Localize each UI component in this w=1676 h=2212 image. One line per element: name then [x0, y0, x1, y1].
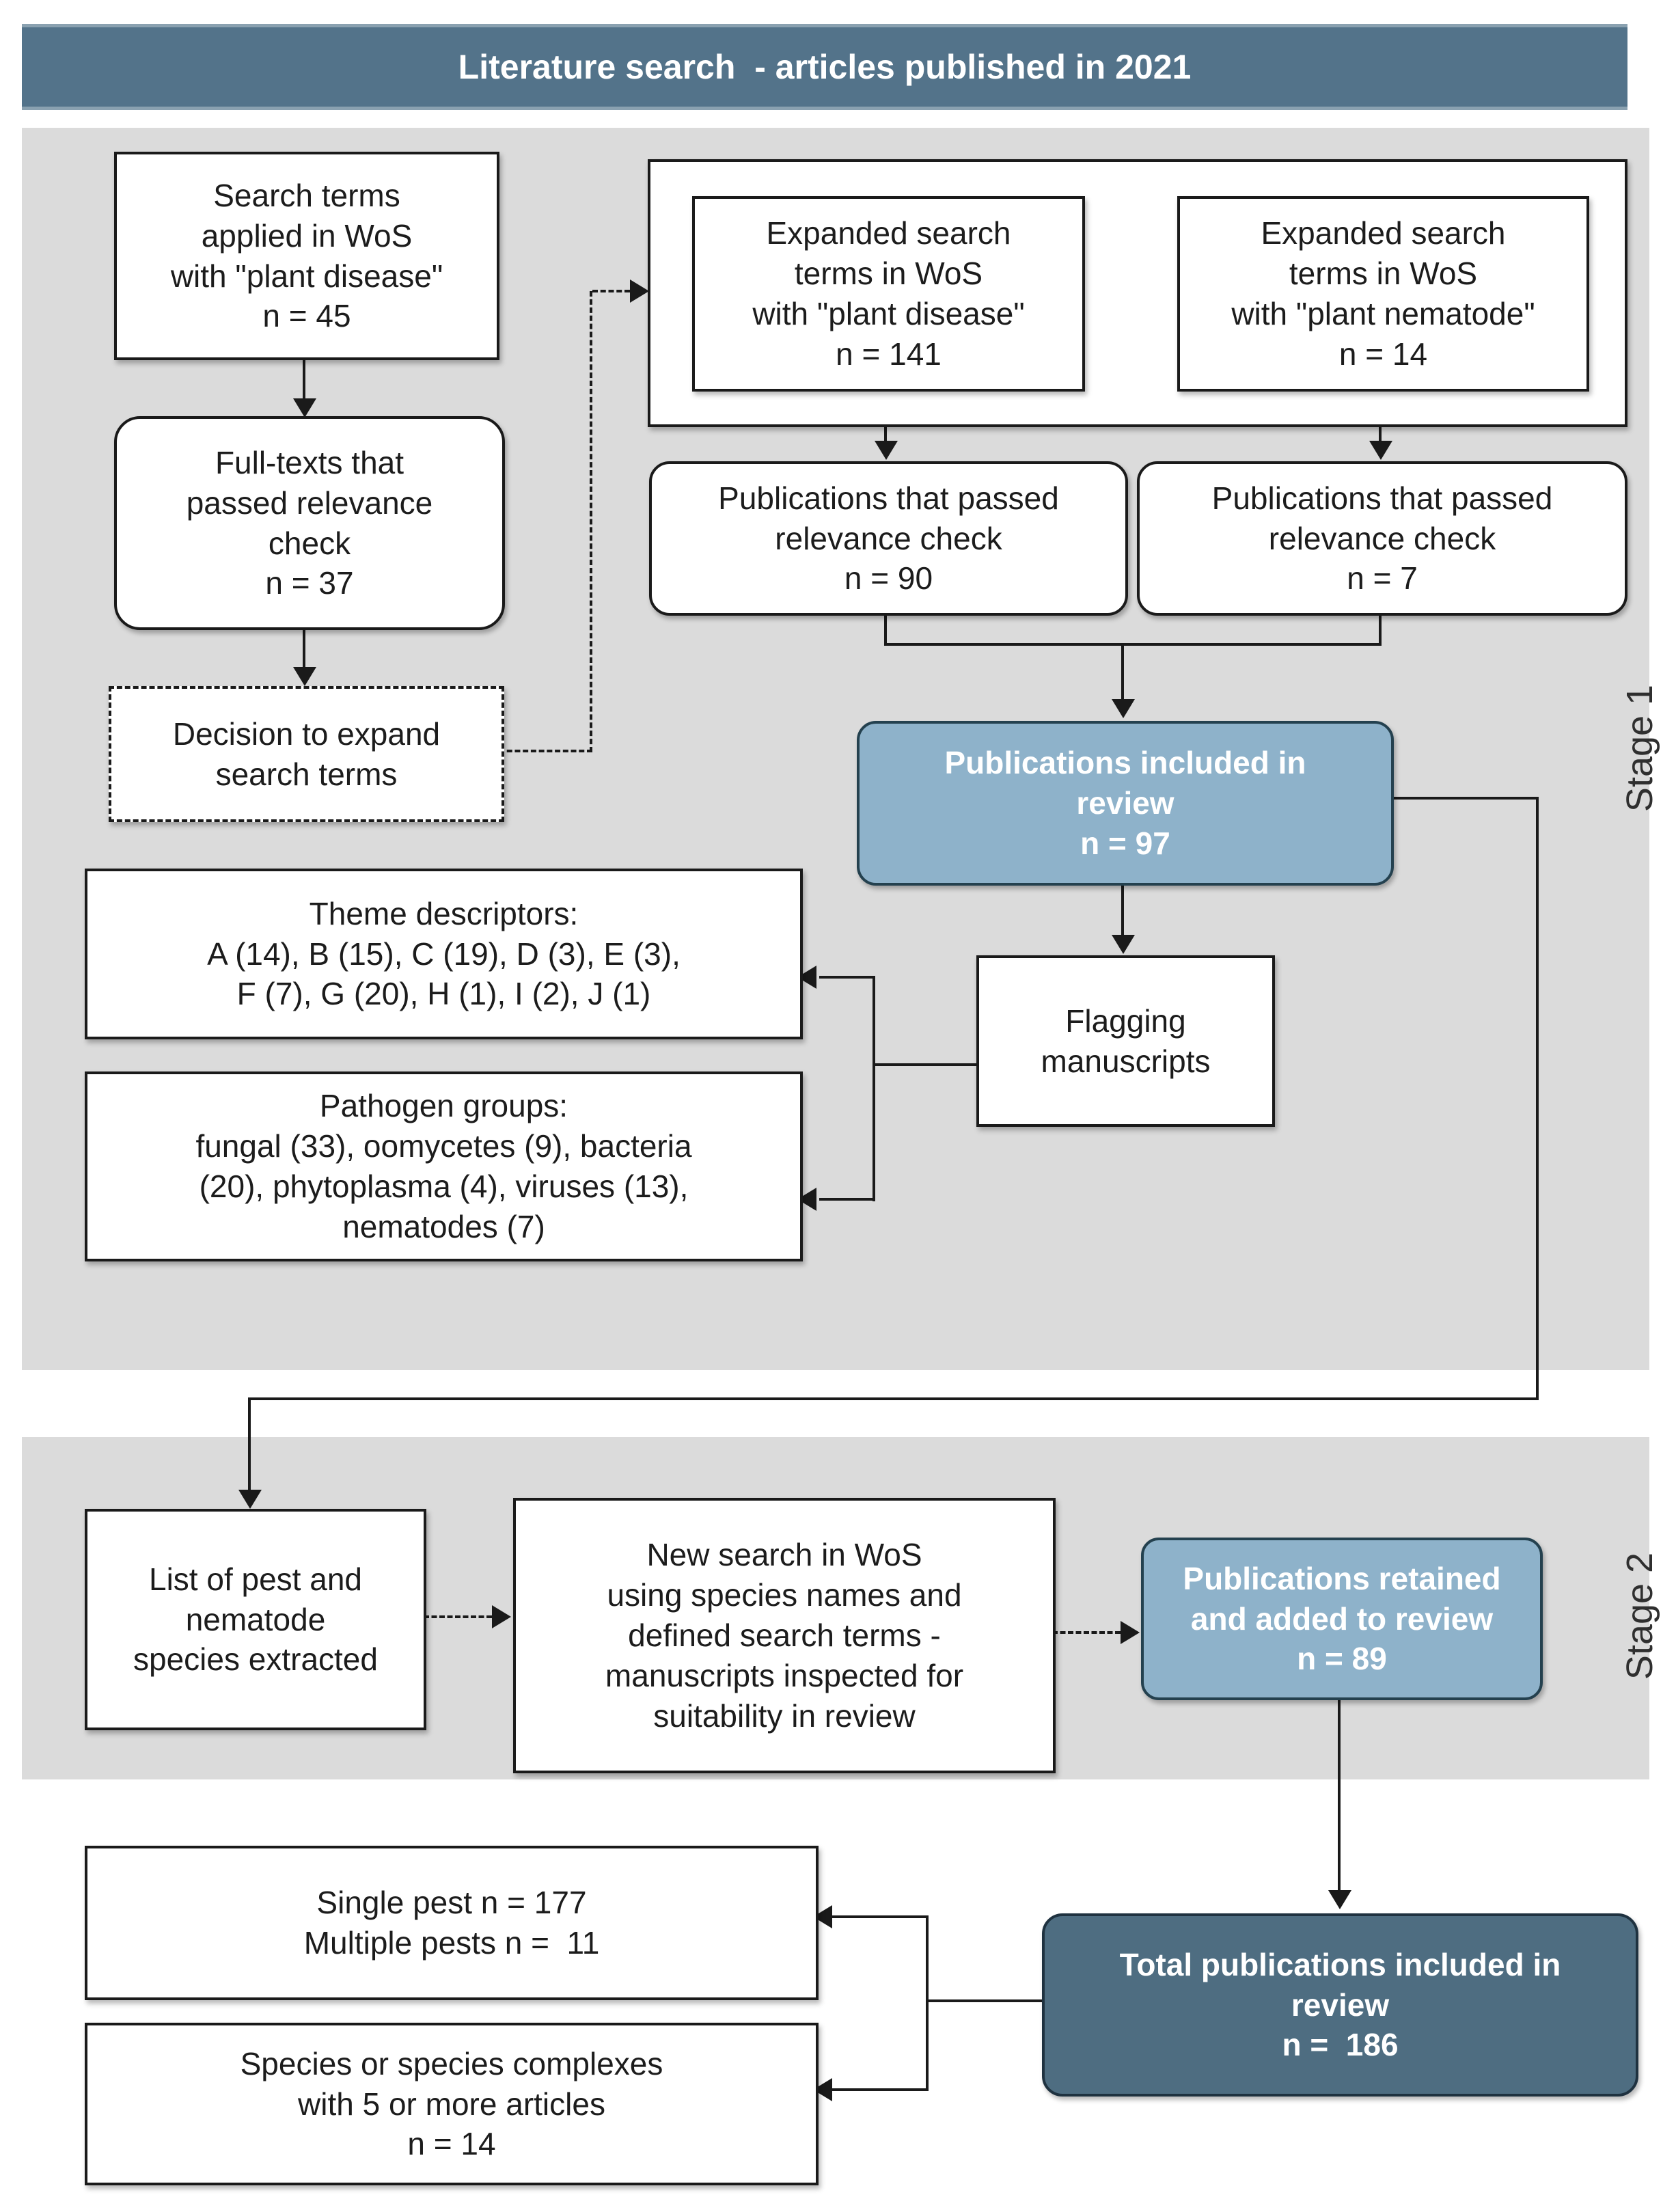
connector-merge-horizontal — [884, 643, 1382, 646]
box-species-list: List of pest and nematode species extrac… — [85, 1509, 426, 1730]
box-fulltexts-passed: Full-texts that passed relevance check n… — [114, 416, 505, 630]
arrowhead-newsearch-to-retained — [1121, 1621, 1140, 1644]
connector-total-left — [926, 1999, 1042, 2002]
box-species-complexes: Species or species complexes with 5 or m… — [85, 2023, 819, 2185]
arrowhead-included-to-flagging — [1112, 935, 1135, 954]
dashed-connector-list-to-newsearch — [424, 1615, 492, 1618]
connector-into-list-down — [248, 1397, 251, 1491]
dashed-connector-decision-right — [499, 750, 592, 752]
connector-included-to-flagging — [1121, 880, 1124, 936]
box-single-multiple: Single pest n = 177 Multiple pests n = 1… — [85, 1846, 819, 2000]
box-included-review-97: Publications included in review n = 97 — [857, 721, 1394, 886]
box-expanded-disease: Expanded search terms in WoS with "plant… — [692, 196, 1085, 392]
arrowhead-disease-to-pub90 — [875, 441, 898, 460]
box-retained-89: Publications retained and added to revie… — [1141, 1538, 1543, 1700]
box-decision-expand: Decision to expand search terms — [109, 686, 504, 822]
connector-flagging-left — [873, 1063, 976, 1066]
dashed-connector-decision-up — [590, 291, 592, 752]
connector-included-right — [1388, 797, 1539, 800]
arrowhead-list-to-newsearch — [492, 1605, 511, 1628]
connector-total-spine — [926, 1915, 929, 2091]
connector-branch-species — [829, 2088, 927, 2091]
box-new-search: New search in WoS using species names an… — [513, 1498, 1056, 1773]
box-pathogen-groups: Pathogen groups: fungal (33), oomycetes … — [85, 1071, 803, 1261]
title-bar: Literature search - articles published i… — [22, 24, 1627, 110]
connector-search-to-fulltexts — [303, 355, 305, 400]
connector-retained-to-total — [1338, 1695, 1341, 1892]
box-flagging-manuscripts: Flagging manuscripts — [976, 955, 1275, 1127]
dashed-connector-newsearch-to-retained — [1052, 1631, 1121, 1634]
connector-branch-single — [829, 1915, 927, 1918]
arrowhead-retained-to-total — [1328, 1890, 1351, 1909]
stage2-label: Stage 2 — [1619, 1552, 1660, 1680]
connector-fulltexts-to-decision — [303, 625, 305, 668]
box-total-186: Total publications included in review n … — [1042, 1913, 1638, 2097]
box-theme-descriptors: Theme descriptors: A (14), B (15), C (19… — [85, 869, 803, 1039]
connector-branch-theme — [819, 976, 875, 979]
connector-flagging-spine — [873, 976, 875, 1201]
arrowhead-search-to-fulltexts — [293, 398, 316, 418]
box-publications-passed-7: Publications that passed relevance check… — [1137, 461, 1627, 616]
box-expanded-nematode: Expanded search terms in WoS with "plant… — [1177, 196, 1589, 392]
connector-pub90-down — [884, 610, 887, 646]
arrowhead-merge-to-included — [1112, 699, 1135, 718]
connector-pub7-down — [1379, 610, 1382, 646]
box-search-terms: Search terms applied in WoS with "plant … — [114, 152, 499, 360]
arrowhead-fulltexts-to-decision — [293, 667, 316, 686]
connector-branch-pathogen — [819, 1198, 875, 1201]
arrowhead-into-list — [238, 1490, 262, 1509]
arrowhead-decision-to-container — [630, 279, 649, 303]
connector-merge-to-included — [1121, 643, 1124, 699]
connector-stage1-to-stage2-across — [248, 1397, 1539, 1400]
arrowhead-nematode-to-pub7 — [1369, 441, 1392, 460]
dashed-connector-decision-top — [592, 290, 630, 292]
stage1-label: Stage 1 — [1619, 684, 1660, 813]
connector-stage1-to-stage2-down — [1536, 797, 1539, 1400]
box-publications-passed-90: Publications that passed relevance check… — [649, 461, 1128, 616]
